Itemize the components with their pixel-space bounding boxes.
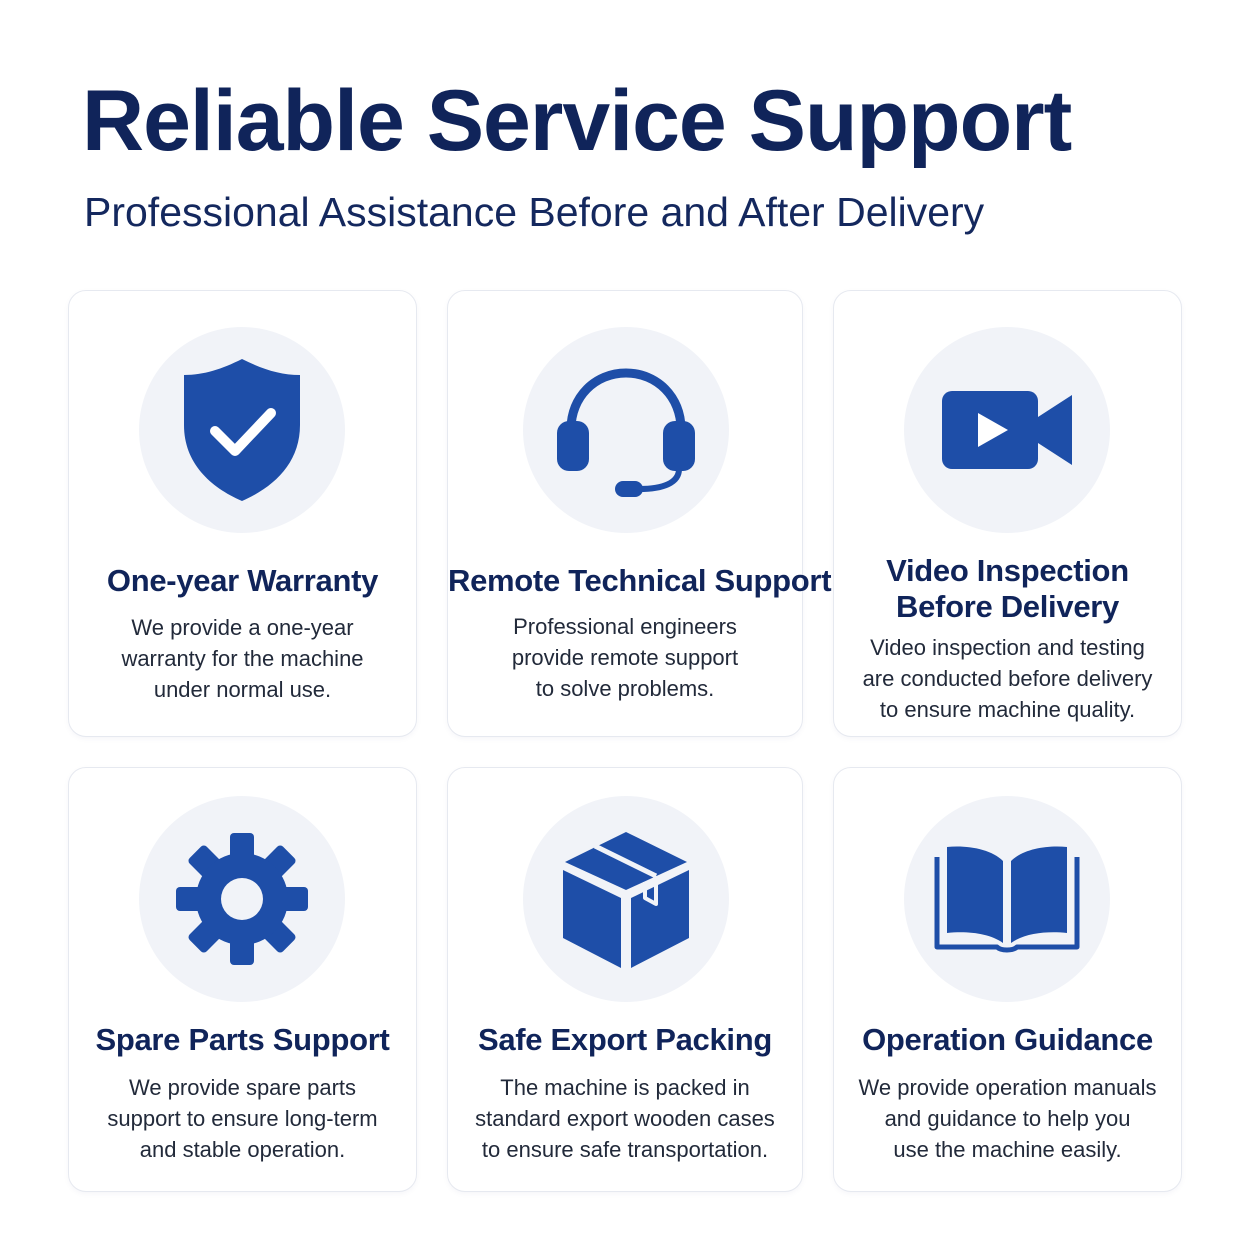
card-title-line: Safe Export Packing — [477, 1022, 773, 1057]
card-desc-line: and stable operation. — [139, 1137, 346, 1162]
video-camera-icon — [942, 391, 1072, 469]
card-title: Operation Guidance — [834, 1022, 1181, 1058]
card-title-line: Spare Parts Support — [95, 1022, 390, 1057]
card-export-packing: Safe Export Packing The machine is packe… — [447, 767, 803, 1192]
card-spare-parts: Spare Parts Support We provide spare par… — [68, 767, 417, 1192]
card-desc-line: are conducted before delivery — [862, 666, 1153, 691]
shield-check-icon — [184, 359, 300, 501]
card-desc-line: We provide spare parts — [128, 1075, 357, 1100]
card-desc-line: standard export wooden cases — [475, 1106, 775, 1131]
card-desc-line: The machine is packed in — [500, 1075, 750, 1100]
card-desc-line: under normal use. — [153, 677, 332, 702]
card-description: We provide a one-year warranty for the m… — [69, 612, 416, 705]
card-desc-line: Video inspection and testing — [870, 635, 1145, 660]
card-video-inspection: Video Inspection Before Delivery Video i… — [833, 290, 1182, 737]
card-description: We provide operation manuals and guidanc… — [834, 1072, 1181, 1165]
card-warranty: One-year Warranty We provide a one-year … — [68, 290, 417, 737]
icon-circle — [904, 796, 1110, 1002]
card-description: Video inspection and testing are conduct… — [834, 632, 1181, 725]
card-title-line: Before Delivery — [896, 589, 1119, 624]
card-title-line: Remote Technical Support — [448, 563, 832, 598]
card-description: Professional engineers provide remote su… — [448, 611, 802, 704]
icon-circle — [139, 327, 345, 533]
card-title: Spare Parts Support — [69, 1022, 416, 1058]
package-box-icon — [563, 832, 689, 968]
card-description: The machine is packed in standard export… — [448, 1072, 802, 1165]
headset-icon — [557, 368, 695, 497]
card-desc-line: use the machine easily. — [893, 1137, 1122, 1162]
card-description: We provide spare parts support to ensure… — [69, 1072, 416, 1165]
card-operation-guidance: Operation Guidance We provide operation … — [833, 767, 1182, 1192]
card-title-line: Video Inspection — [886, 553, 1129, 588]
icon-circle — [904, 327, 1110, 533]
card-desc-line: provide remote support — [511, 645, 739, 670]
card-title-line: Operation Guidance — [862, 1022, 1153, 1057]
card-desc-line: to ensure machine quality. — [879, 697, 1136, 722]
card-title: Video Inspection Before Delivery — [834, 553, 1181, 625]
icon-circle — [523, 796, 729, 1002]
card-remote-support: Remote Technical Support Professional en… — [447, 290, 832, 737]
card-title-line: One-year Warranty — [106, 563, 379, 598]
open-book-icon — [934, 846, 1080, 953]
icon-circle — [139, 796, 345, 1002]
page-title: Reliable Service Support — [82, 73, 1072, 169]
card-desc-line: to ensure safe transportation. — [481, 1137, 769, 1162]
card-desc-line: support to ensure long-term — [107, 1106, 378, 1131]
page-subtitle: Professional Assistance Before and After… — [84, 189, 985, 235]
card-title: One-year Warranty — [69, 563, 416, 599]
icon-circle — [523, 327, 729, 533]
gear-icon — [176, 833, 308, 965]
card-title: Safe Export Packing — [448, 1022, 802, 1058]
card-desc-line: and guidance to help you — [884, 1106, 1131, 1131]
card-desc-line: We provide a one-year — [131, 615, 354, 640]
card-desc-line: warranty for the machine — [121, 646, 364, 671]
card-title: Remote Technical Support — [448, 563, 832, 599]
card-desc-line: Professional engineers — [513, 614, 737, 639]
card-desc-line: We provide operation manuals — [858, 1075, 1157, 1100]
card-desc-line: to solve problems. — [535, 676, 715, 701]
